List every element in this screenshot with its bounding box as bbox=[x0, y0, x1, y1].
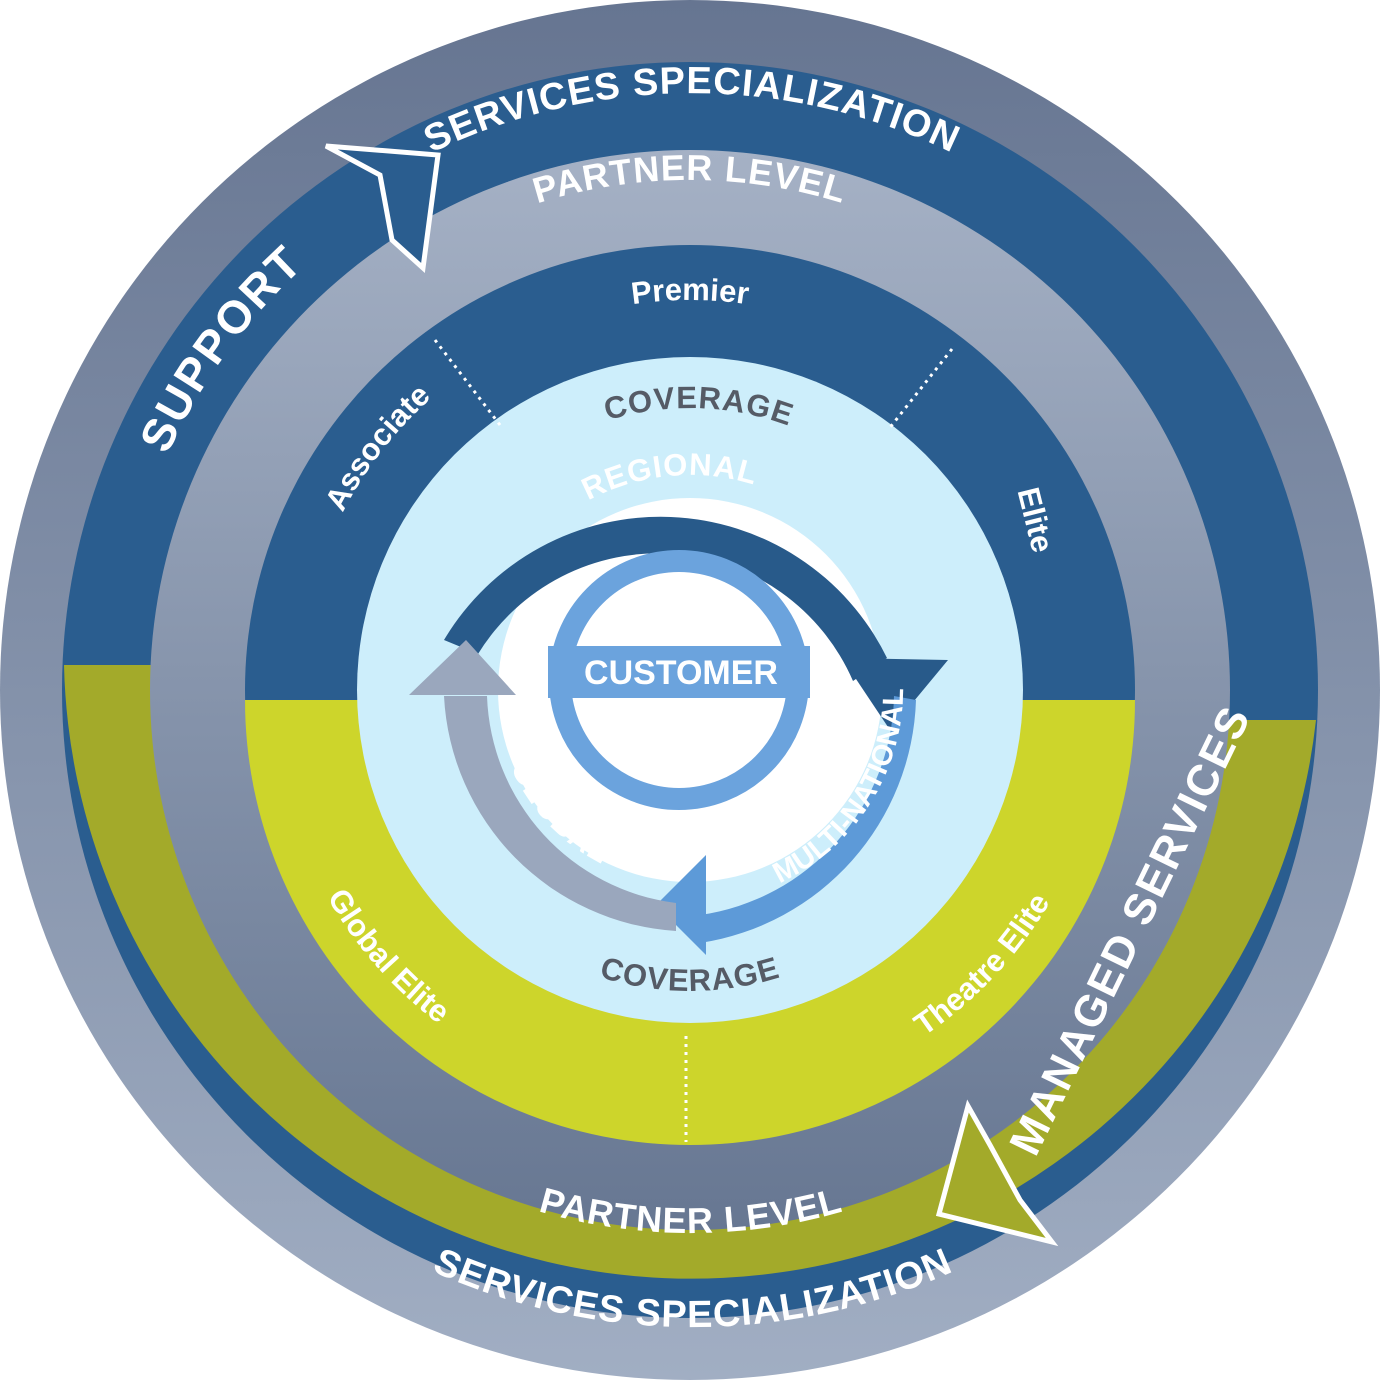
customer-hub bbox=[548, 550, 810, 810]
global-arrow bbox=[409, 640, 676, 931]
regional-arrow bbox=[444, 516, 948, 730]
managed-services-arrow-head bbox=[935, 1099, 1059, 1247]
support-arrow-head bbox=[324, 143, 441, 274]
divider-associate-premier bbox=[433, 339, 502, 426]
customer-label: CUSTOMER bbox=[584, 654, 778, 692]
premier-label: Premier bbox=[629, 272, 751, 311]
divider-premier-elite bbox=[886, 348, 954, 431]
multinational-arrow bbox=[656, 696, 916, 955]
